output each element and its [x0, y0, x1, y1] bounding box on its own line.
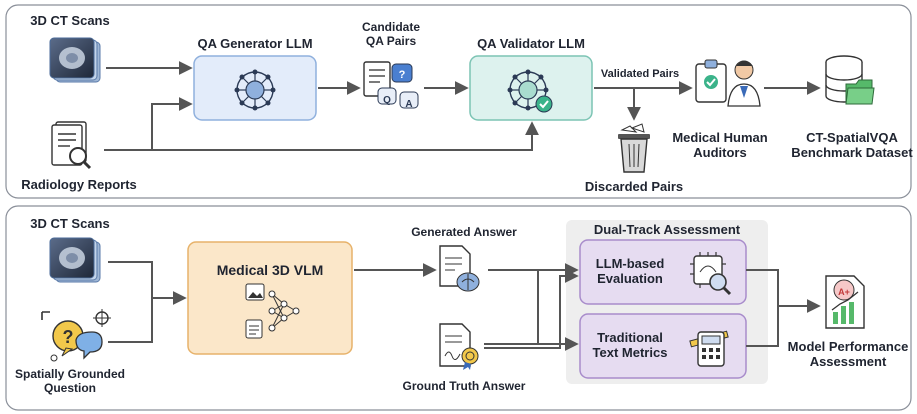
bottom-panel-frame [5, 205, 912, 411]
qa-chip-a: A [405, 99, 412, 110]
model-performance-label: Model Performance Assessment [787, 339, 909, 369]
top-panel-frame [5, 4, 912, 199]
ground-truth-label: Ground Truth Answer [402, 379, 526, 393]
performance-report-icon [825, 275, 865, 329]
arrow-ground-truth-to-llm-eval [484, 269, 579, 349]
candidate-qa-label: Candidate QA Pairs [361, 20, 421, 48]
arrow-ct-to-vlm [108, 261, 187, 305]
generated-answer-label: Generated Answer [411, 225, 517, 239]
ai-chip-icon [690, 252, 732, 296]
arrow-metrics-to-performance [746, 306, 779, 347]
bottom-ct-scans-label: 3D CT Scans [30, 216, 110, 231]
neural-brain-icon [234, 69, 276, 111]
grounded-question-icon: ? [41, 309, 111, 362]
ct-scan-icon [49, 37, 101, 83]
vlm-label: Medical 3D VLM [216, 262, 324, 278]
medical-auditor-icon [695, 59, 761, 107]
dataset-label: CT-SpatialVQA Benchmark Dataset [791, 130, 913, 160]
vlm-network-icon [245, 283, 300, 339]
text-metrics-label: Traditional Text Metrics [592, 330, 668, 360]
ct-scan-icon-bottom [49, 237, 101, 283]
llm-eval-label: LLM-based Evaluation [595, 256, 665, 286]
radiology-reports-label: Radiology Reports [21, 177, 137, 192]
svg-text:?: ? [63, 327, 74, 347]
medical-vlm-box [187, 241, 353, 355]
arrow-llm-eval-to-performance [746, 269, 821, 313]
auditors-label: Medical Human Auditors [672, 130, 768, 160]
top-ct-scans-label: 3D CT Scans [30, 13, 110, 28]
qa-chip-question-mark: ? [399, 69, 406, 81]
validated-pairs-label: Validated Pairs [600, 68, 680, 80]
arrow-report-to-validator [152, 121, 539, 151]
qa-generator-label: QA Generator LLM [197, 36, 313, 51]
question-label: Spatially Grounded Question [14, 367, 126, 395]
dataset-database-icon [825, 55, 875, 105]
candidate-qa-icon [363, 61, 419, 109]
ground-truth-icon [439, 323, 479, 370]
validator-brain-icon [507, 69, 553, 113]
calculator-ruler-icon [689, 330, 729, 367]
trash-bin-icon [618, 123, 650, 173]
grade-badge-text: A+ [838, 287, 850, 297]
radiology-report-icon [51, 121, 92, 170]
generated-answer-icon [439, 245, 480, 292]
dual-track-title: Dual-Track Assessment [593, 222, 741, 237]
arrow-answer-trunk [488, 269, 539, 344]
arrow-question-to-vlm [108, 298, 153, 343]
discarded-pairs-label: Discarded Pairs [584, 179, 684, 194]
qa-validator-label: QA Validator LLM [477, 36, 585, 51]
arrow-report-to-generator [104, 97, 193, 151]
qa-chip-q: Q [383, 95, 391, 106]
